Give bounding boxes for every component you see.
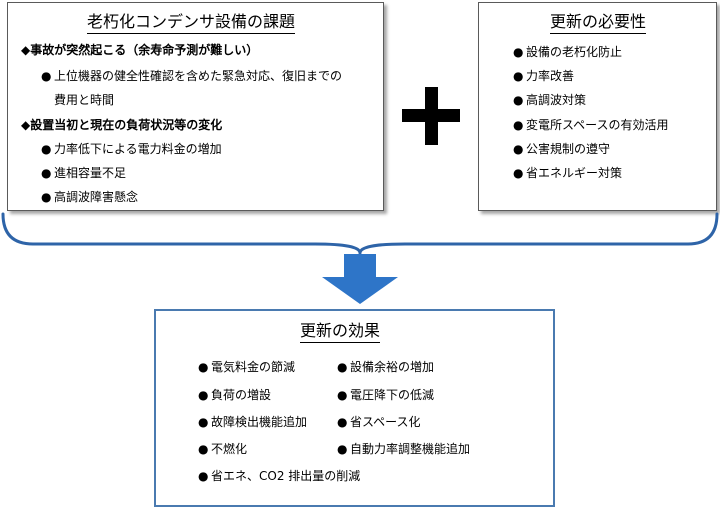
effects-item: ●電気料金の節減 <box>198 359 295 375</box>
issues-heading-1: ◆事故が突然起こる（余寿命予測が難しい） <box>21 42 258 58</box>
needs-item-text: 力率改善 <box>526 69 575 83</box>
diamond-bullet-icon: ◆ <box>21 43 31 57</box>
bullet-icon: ● <box>198 388 209 402</box>
down-arrow-shape <box>322 254 398 304</box>
issues-title: 老朽化コンデンサ設備の課題 <box>87 12 296 34</box>
bullet-icon: ● <box>41 142 52 156</box>
needs-box: 更新の必要性 ●設備の老朽化防止 ●力率改善 ●高調波対策 ●変電所スペースの有… <box>478 2 717 211</box>
effects-item: ●省エネ、CO2 排出量の削減 <box>198 468 360 484</box>
needs-item: ●力率改善 <box>513 68 574 84</box>
needs-item: ●公害規制の遵守 <box>513 141 610 157</box>
bullet-icon: ● <box>41 190 52 204</box>
plus-icon-horizontal <box>402 109 460 122</box>
effects-item: ●自動力率調整機能追加 <box>337 441 470 457</box>
issues-item-text: 力率低下による電力料金の増加 <box>54 142 222 156</box>
issues-heading-2-text: 設置当初と現在の負荷状況等の変化 <box>30 118 223 132</box>
effects-item-text: 設備余裕の増加 <box>350 360 435 374</box>
bullet-icon: ● <box>198 442 209 456</box>
needs-item: ●設備の老朽化防止 <box>513 44 622 60</box>
bullet-icon: ● <box>337 442 348 456</box>
bullet-icon: ● <box>337 360 348 374</box>
effects-item: ●省スペース化 <box>337 414 421 430</box>
effects-item-text: 負荷の増設 <box>211 388 272 402</box>
bullet-icon: ● <box>513 93 524 107</box>
needs-item: ●高調波対策 <box>513 92 586 108</box>
effects-item-text: 不燃化 <box>211 442 248 456</box>
issues-item-continued: 費用と時間 <box>54 93 115 107</box>
issues-box: 老朽化コンデンサ設備の課題 ◆事故が突然起こる（余寿命予測が難しい） ●上位機器… <box>7 2 384 211</box>
bullet-icon: ● <box>198 415 209 429</box>
effects-item: ●設備余裕の増加 <box>337 359 434 375</box>
issues-item: ●高調波障害懸念 <box>41 189 138 205</box>
effects-item-text: 省エネ、CO2 排出量の削減 <box>211 469 361 483</box>
needs-item-text: 高調波対策 <box>526 93 587 107</box>
effects-box: 更新の効果 ●電気料金の節減 ●設備余裕の増加 ●負荷の増設 ●電圧降下の低減 … <box>154 309 555 507</box>
bullet-icon: ● <box>513 118 524 132</box>
effects-title: 更新の効果 <box>300 321 381 343</box>
bullet-icon: ● <box>513 166 524 180</box>
needs-item: ●省エネルギー対策 <box>513 165 622 181</box>
bullet-icon: ● <box>198 469 209 483</box>
needs-item-text: 省エネルギー対策 <box>526 166 623 180</box>
bullet-icon: ● <box>513 142 524 156</box>
effects-item: ●故障検出機能追加 <box>198 414 307 430</box>
bullet-icon: ● <box>41 69 52 83</box>
issues-heading-1-text: 事故が突然起こる（余寿命予測が難しい） <box>30 43 259 57</box>
bullet-icon: ● <box>337 415 348 429</box>
effects-item-text: 故障検出機能追加 <box>211 415 308 429</box>
brace-path <box>1 212 719 254</box>
down-arrow-icon <box>322 254 398 304</box>
issues-heading-2: ◆設置当初と現在の負荷状況等の変化 <box>21 117 222 133</box>
needs-item-text: 設備の老朽化防止 <box>526 45 623 59</box>
issues-item-text: 高調波障害懸念 <box>54 190 139 204</box>
effects-item: ●不燃化 <box>198 441 247 457</box>
brace-connector <box>1 212 719 254</box>
needs-item-text: 公害規制の遵守 <box>526 142 611 156</box>
effects-item-text: 電圧降下の低減 <box>350 388 435 402</box>
issues-item: ●力率低下による電力料金の増加 <box>41 141 222 157</box>
diamond-bullet-icon: ◆ <box>21 118 31 132</box>
effects-item: ●電圧降下の低減 <box>337 387 434 403</box>
issues-item-text: 進相容量不足 <box>54 166 127 180</box>
effects-item-text: 省スペース化 <box>350 415 421 429</box>
bullet-icon: ● <box>513 69 524 83</box>
issues-item-text: 上位機器の健全性確認を含めた緊急対応、復旧までの <box>54 69 343 83</box>
needs-item: ●変電所スペースの有効活用 <box>513 117 669 133</box>
bullet-icon: ● <box>41 166 52 180</box>
issues-item: ●上位機器の健全性確認を含めた緊急対応、復旧までの <box>41 68 342 84</box>
effects-item: ●負荷の増設 <box>198 387 271 403</box>
bullet-icon: ● <box>337 388 348 402</box>
effects-item-text: 電気料金の節減 <box>211 360 296 374</box>
issues-item: ●進相容量不足 <box>41 165 126 181</box>
bullet-icon: ● <box>198 360 209 374</box>
bullet-icon: ● <box>513 45 524 59</box>
needs-item-text: 変電所スペースの有効活用 <box>526 118 669 132</box>
effects-item-text: 自動力率調整機能追加 <box>350 442 471 456</box>
needs-title: 更新の必要性 <box>550 12 647 34</box>
